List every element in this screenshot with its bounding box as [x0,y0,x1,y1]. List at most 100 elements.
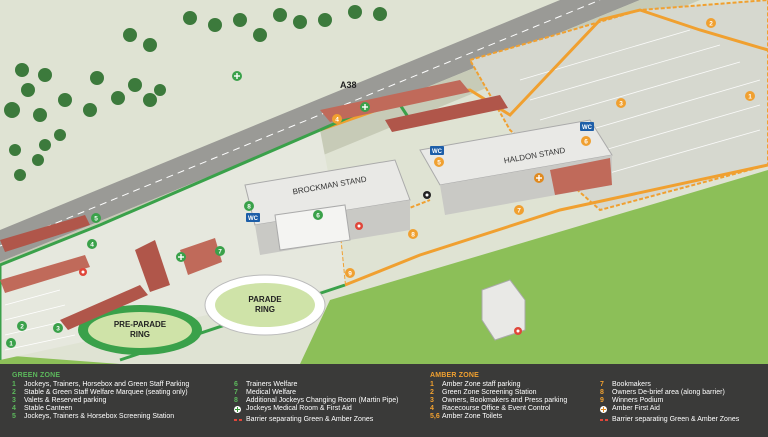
amber-zone-marker-5[interactable]: 5 [434,157,444,167]
amber-first-aid-icon[interactable] [534,173,544,183]
stable-block-4 [135,240,170,292]
marker-dot [91,213,101,223]
amber-zone-marker-9[interactable]: 9 [345,268,355,278]
barrier-icon [234,418,243,421]
amber-zone-marker-4[interactable]: 4 [332,114,342,124]
marker-dot [17,321,27,331]
marker-label: 4 [335,116,339,123]
racecourse-office [385,95,508,132]
amber-zone-marker-7[interactable]: 7 [514,205,524,215]
green-zone-marker-4[interactable]: 4 [87,239,97,249]
marker-dot [215,246,225,256]
green-zone-marker-1[interactable]: 1 [6,338,16,348]
green-zone-marker-2[interactable]: 2 [17,321,27,331]
parade-ring[interactable] [215,283,315,327]
marker-label: 9 [348,270,352,277]
barrier-icon [600,418,609,421]
marker-dot [345,268,355,278]
marker-dot [6,338,16,348]
green-zone-marker-8[interactable]: 8 [244,201,254,211]
canteen-building [180,238,222,275]
pre-parade-ring[interactable] [88,312,192,348]
marker-dot [313,210,323,220]
amber-zone-marker-1[interactable]: 1 [745,91,755,101]
amber-zone-marker-3[interactable]: 3 [616,98,626,108]
marker-dot [706,18,716,28]
marker-label: 2 [20,323,24,330]
green-boundary [0,128,321,360]
green-parking-bays [4,289,76,351]
marker-label: 8 [247,203,251,210]
green-zone-marker-7[interactable]: 7 [215,246,225,256]
grass-strip [0,355,120,364]
wc-badge-1[interactable]: WC [430,146,444,155]
marker-dot [616,98,626,108]
legend-item: Barrier separating Green & Amber Zones [600,416,758,424]
venue-map[interactable]: A38 PRE-PARADE RING PARADE RING BROCKMAN… [0,0,768,364]
marker-dot [581,136,591,146]
pre-parade-label-1: PRE-PARADE [114,320,167,329]
marker-label: 6 [316,212,320,219]
wc-badge-2[interactable]: WC [580,122,594,131]
security-pin-icon [355,222,363,230]
first-aid-cross-icon[interactable] [232,71,242,81]
legend-item: Barrier separating Green & Amber Zones [234,416,419,424]
amber-zone-marker-6[interactable]: 6 [581,136,591,146]
marker-dot [332,114,342,124]
grass-area [300,170,768,364]
parking-bays [519,29,761,181]
amber-zone-title: AMBER ZONE [430,372,480,379]
security-pin-icon [514,327,522,335]
amber-zone-marker-2[interactable]: 2 [706,18,716,28]
road-label: A38 [340,80,357,90]
parade-label-1: PARADE [248,295,282,304]
first-aid-cross-icon[interactable] [176,252,186,262]
amber-first-aid-legend-icon [600,405,607,413]
green-zone-marker-6[interactable]: 6 [313,210,323,220]
green-zone-marker-3[interactable]: 3 [53,323,63,333]
marker-label: 4 [90,241,94,248]
parade-label-2: RING [255,305,275,314]
amber-zone-marker-8[interactable]: 8 [408,229,418,239]
green-zone-marker-5[interactable]: 5 [91,213,101,223]
wc-label-1: WC [432,149,443,155]
security-pin-icon [79,268,87,276]
pre-parade-label-2: RING [130,330,150,339]
winners-podium-building [481,279,526,341]
marker-label: 7 [218,248,222,255]
marker-label: 6 [584,138,588,145]
marker-dot [244,201,254,211]
brockman-annex [274,204,351,251]
haldon-bar-building [550,158,612,195]
office-building [320,80,470,122]
legend-item: Amber First Aid [600,405,758,416]
marker-label: 1 [748,93,752,100]
marker-dot [408,229,418,239]
marker-label: 1 [9,340,13,347]
first-aid-cross-icon[interactable] [360,102,370,112]
wc-badge-3[interactable]: WC [246,213,260,222]
marker-label: 5 [437,159,441,166]
wc-label-2: WC [582,125,593,131]
zone-markers: 1 2 3 4 5 6 7 8 1 2 3 4 5 6 7 8 9 [6,18,755,348]
